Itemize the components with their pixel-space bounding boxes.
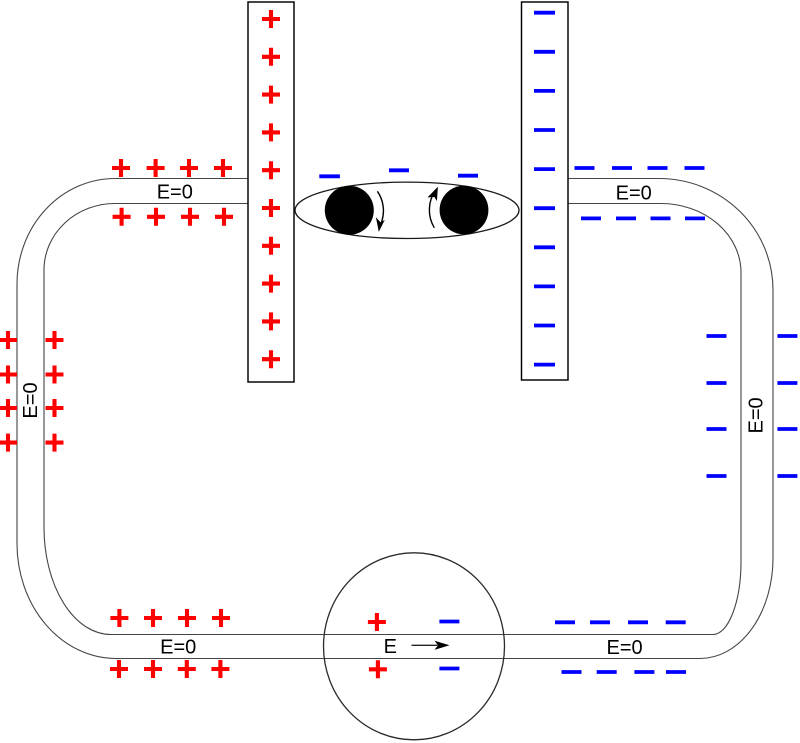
svg-text:E=0: E=0: [160, 637, 196, 659]
svg-text:E=0: E=0: [616, 182, 652, 204]
svg-text:E: E: [384, 636, 397, 658]
svg-text:E=0: E=0: [20, 382, 42, 418]
svg-text:E=0: E=0: [157, 181, 193, 203]
svg-text:E=0: E=0: [607, 637, 643, 659]
svg-text:E=0: E=0: [745, 397, 767, 433]
